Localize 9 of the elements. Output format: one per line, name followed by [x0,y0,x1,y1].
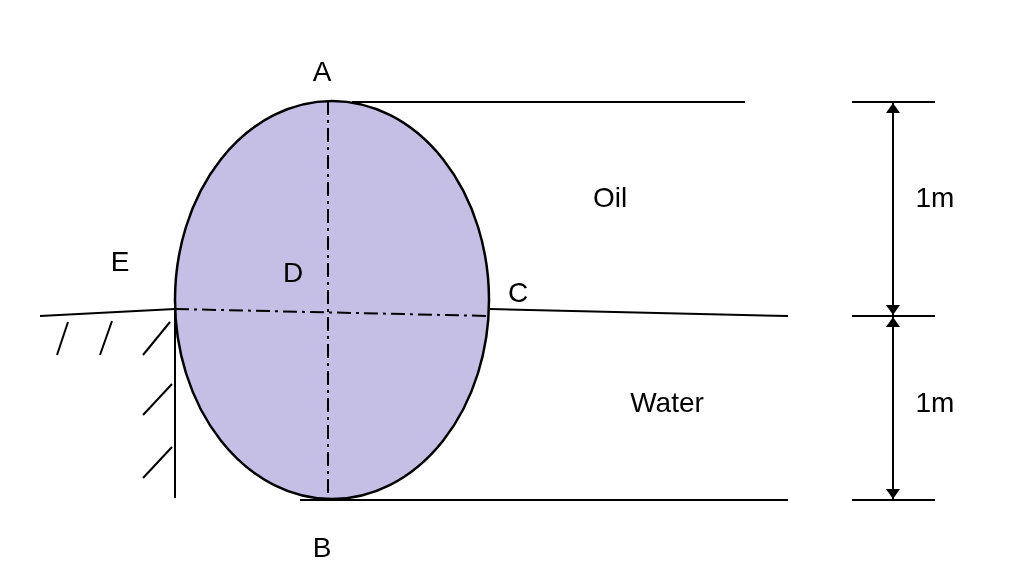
point-label: C [507,279,529,307]
point-label: E [110,248,130,276]
point-label: A [312,58,332,86]
liquid-label: Water [630,389,704,417]
point-label: B [312,534,332,562]
liquid-label: Oil [592,184,628,212]
point-label: D [282,259,304,287]
dimension-label: 1m [915,389,955,417]
dimension-label: 1m [915,184,955,212]
